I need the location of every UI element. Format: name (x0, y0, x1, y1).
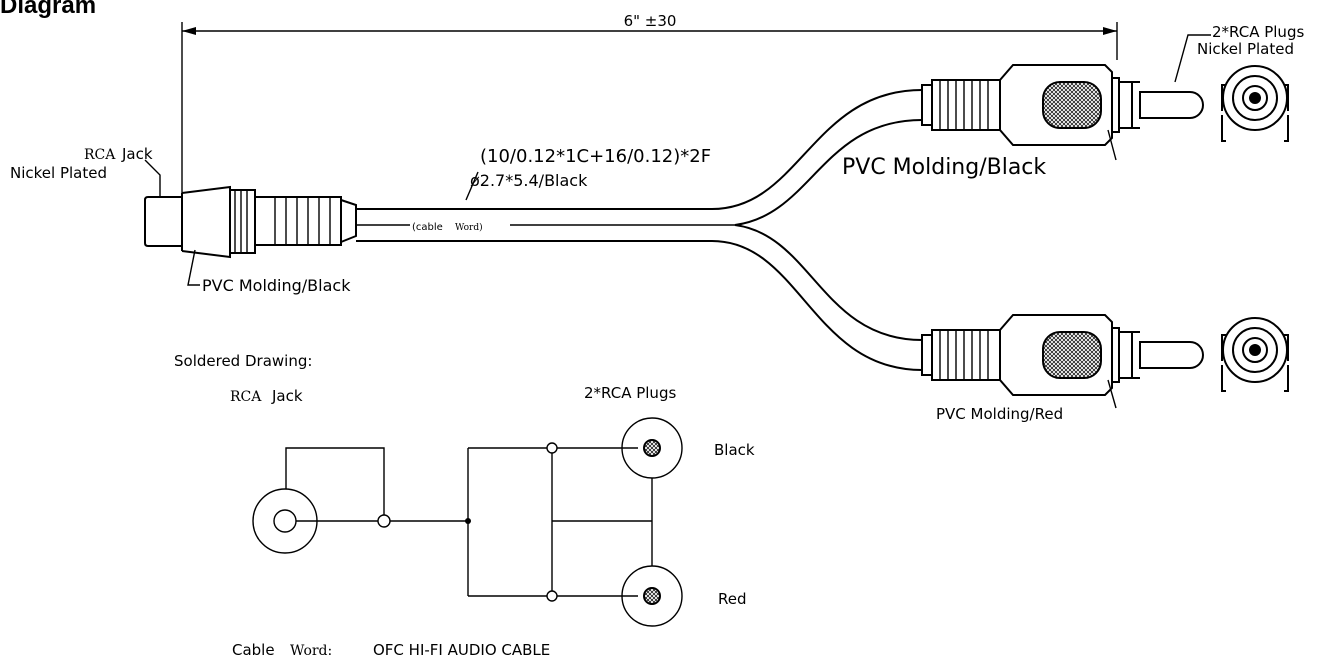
soldered-jack-rest: Jack (271, 387, 303, 405)
plug-finish-label: Nickel Plated (1197, 40, 1294, 58)
length-label: 6" ±30 (624, 12, 677, 30)
soldered-drawing: Soldered Drawing: RCA Jack 2*RCA Plugs B… (174, 352, 755, 627)
length-dimension: 6" ±30 (181, 12, 1118, 196)
footer-text: OFC HI-FI AUDIO CABLE (373, 641, 550, 659)
schematic-plug-red (621, 565, 683, 627)
cable-print-word: Word) (455, 222, 483, 233)
leader-lines (144, 34, 1211, 286)
plug-title-label: 2*RCA Plugs (1212, 23, 1304, 41)
jack-finish-label: Nickel Plated (10, 164, 107, 182)
soldered-title: Soldered Drawing: (174, 352, 312, 370)
plug-end-view-black (1221, 65, 1289, 142)
schematic-junction (377, 514, 391, 528)
schematic-plug-black (621, 417, 683, 479)
plug-end-view-red (1221, 317, 1289, 392)
rca-plug-black (921, 64, 1204, 161)
cable-print-prefix: (cable (412, 222, 443, 233)
rca-jack-connector (144, 185, 357, 259)
jack-label-prefix: RCA (84, 147, 116, 163)
schematic-jack-inner (273, 509, 297, 533)
footer-prefix: Cable (232, 641, 275, 659)
soldered-red-label: Red (718, 590, 747, 608)
soldered-jack-prefix: RCA (230, 389, 262, 405)
cable-spec-line2: ø2.7*5.4/Black (470, 171, 588, 190)
plug-molding-red-label: PVC Molding/Red (936, 405, 1063, 423)
jack-label-rest: Jack (121, 145, 153, 163)
plug-molding-black-label: PVC Molding/Black (842, 155, 1046, 180)
rca-plug-red (921, 314, 1204, 409)
jack-molding-label: PVC Molding/Black (202, 276, 351, 295)
footer-word: Word: (290, 643, 332, 659)
page-heading: Diagram (0, 0, 97, 19)
cable: (cable Word) (356, 89, 923, 371)
soldered-black-label: Black (714, 441, 755, 459)
cable-spec-line1: (10/0.12*1C+16/0.12)*2F (480, 146, 711, 167)
soldered-plugs-label: 2*RCA Plugs (584, 384, 676, 402)
